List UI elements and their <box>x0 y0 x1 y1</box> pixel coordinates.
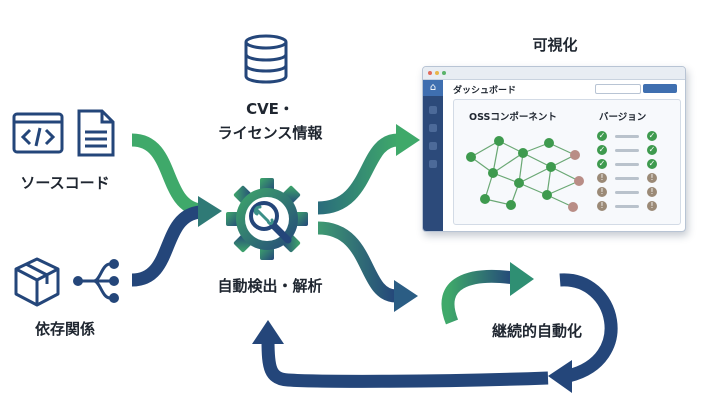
version-row: !! <box>597 187 667 197</box>
version-bar <box>615 205 639 208</box>
document-icon <box>77 109 115 157</box>
dashboard-title: ダッシュボード <box>453 86 517 96</box>
version-bar <box>615 177 639 180</box>
database-icon <box>244 34 288 84</box>
check-icon: ✓ <box>597 131 607 141</box>
status-check-icon: ✓ <box>647 131 657 141</box>
window-titlebar <box>423 67 685 80</box>
dependency-tree-icon <box>73 259 119 303</box>
check-icon: ✓ <box>597 145 607 155</box>
dashboard-search-input[interactable] <box>595 84 641 94</box>
home-icon[interactable]: ⌂ <box>423 80 443 96</box>
version-bar <box>615 163 639 166</box>
dependencies-label: 依存関係 <box>34 320 95 338</box>
arrow-head-to-continuous <box>394 280 418 312</box>
version-bar <box>615 135 639 138</box>
warning-icon: ! <box>597 187 607 197</box>
status-check-icon: ✓ <box>647 159 657 169</box>
cve-label-line1: CVE・ <box>246 100 294 118</box>
window-minimize-dot[interactable] <box>435 71 439 75</box>
warning-icon: ! <box>597 201 607 211</box>
window-close-dot[interactable] <box>428 71 432 75</box>
visualize-label: 可視化 <box>532 36 578 54</box>
return-arrow-head <box>252 320 284 344</box>
arrow-analysis-to-continuous <box>317 221 397 303</box>
status-warning-icon: ! <box>647 187 657 197</box>
return-arrow-path <box>261 339 549 388</box>
dashboard-action-button[interactable] <box>643 84 677 93</box>
version-row: ✓✓ <box>597 159 667 169</box>
component-network-graph <box>466 136 584 212</box>
status-check-icon: ✓ <box>647 145 657 155</box>
continuous-loop-right <box>559 273 618 383</box>
code-window-icon <box>12 112 64 154</box>
window-maximize-dot[interactable] <box>442 71 446 75</box>
version-bar <box>615 191 639 194</box>
version-row: !! <box>597 201 667 211</box>
gear-magnifier-icon <box>226 178 308 260</box>
status-warning-icon: ! <box>647 173 657 183</box>
dashboard-sidebar <box>423 80 443 231</box>
version-row: !! <box>597 173 667 183</box>
status-warning-icon: ! <box>647 201 657 211</box>
arrow-head-to-dashboard <box>396 124 420 156</box>
sidebar-item[interactable] <box>429 106 437 114</box>
dashboard-window: ⌂ ダッシュボード OSSコンポーネント バージョン <box>422 66 686 232</box>
arrow-analysis-to-dashboard <box>317 133 399 215</box>
continuous-loop-upper <box>441 269 515 325</box>
cve-label-line2: ライセンス情報 <box>217 124 323 142</box>
arrow-source-to-analysis <box>131 133 202 217</box>
version-heading: バージョン <box>599 112 647 123</box>
oss-components-heading: OSSコンポーネント <box>469 112 557 123</box>
warning-icon: ! <box>597 173 607 183</box>
auto-detect-label: 自動検出・解析 <box>217 277 323 295</box>
sidebar-item[interactable] <box>429 142 437 150</box>
check-icon: ✓ <box>597 159 607 169</box>
arrow-head-into-analysis <box>198 196 222 227</box>
source-code-label: ソースコード <box>20 174 110 192</box>
version-row: ✓✓ <box>597 145 667 155</box>
loop-head-lower <box>548 360 572 393</box>
package-box-icon <box>14 257 60 307</box>
version-bar <box>615 149 639 152</box>
sidebar-item[interactable] <box>429 124 437 132</box>
version-row: ✓✓ <box>597 131 667 141</box>
arrow-dependencies-to-analysis <box>131 205 202 287</box>
continuous-automation-label: 継続的自動化 <box>491 322 582 340</box>
loop-head-upper <box>510 262 534 296</box>
sidebar-item[interactable] <box>429 160 437 168</box>
